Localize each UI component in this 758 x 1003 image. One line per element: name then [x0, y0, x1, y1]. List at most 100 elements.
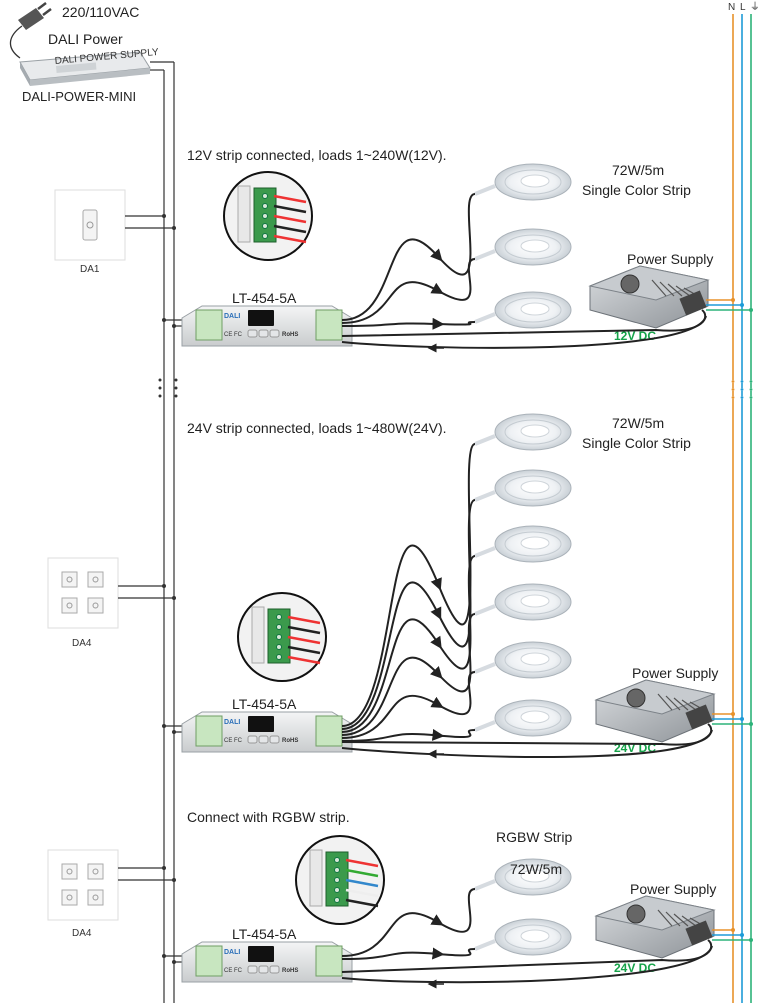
dali-terminal-block	[195, 715, 223, 747]
output-wire	[341, 671, 476, 739]
power-input-label: 220/110VAC	[62, 4, 139, 20]
switch-key-1	[61, 863, 78, 880]
led-strip-reel-6	[474, 699, 572, 737]
controller-label: LT-454-5A	[232, 696, 297, 712]
controller-button-2	[258, 965, 269, 974]
led-strip-reel-2	[474, 469, 572, 507]
section-caption: Connect with RGBW strip.	[187, 809, 350, 825]
mains-lines	[731, 14, 753, 1003]
psu-terminals	[685, 920, 713, 946]
dali-terminal-block	[195, 945, 223, 977]
strip-type-label: RGBW Strip	[496, 829, 572, 845]
key-icon	[92, 894, 99, 901]
output-terminal-block	[315, 945, 343, 977]
mains-label-l: L	[740, 2, 746, 13]
led-display	[248, 310, 274, 326]
rohs-mark: RoHS	[282, 738, 298, 744]
section-24v: 24V strip connected, loads 1~480W(24V). D…	[47, 413, 753, 759]
rohs-mark: RoHS	[282, 332, 298, 338]
psu-terminals	[679, 290, 707, 316]
output-wire	[341, 947, 476, 960]
output-wire	[341, 499, 476, 730]
fan-icon	[626, 688, 646, 708]
psu-label: Power Supply	[630, 881, 716, 897]
key-icon	[92, 576, 99, 583]
dc-supply-wire	[341, 315, 707, 349]
strip-type-label: Single Color Strip	[582, 182, 691, 198]
fan-icon	[620, 274, 640, 294]
section-caption: 12V strip connected, loads 1~240W(12V).	[187, 147, 447, 163]
key-icon	[66, 602, 73, 609]
power-supply-unit	[594, 679, 716, 743]
power-icon	[86, 221, 94, 229]
led-strip-reel-1	[474, 413, 572, 451]
key-icon	[92, 602, 99, 609]
switch-key-1	[61, 571, 78, 588]
controller-label: LT-454-5A	[232, 290, 297, 306]
controller-button-1	[247, 329, 258, 338]
ce-mark: CE FC	[224, 738, 243, 744]
led-strip-reel-3	[474, 525, 572, 563]
controller-button-2	[258, 329, 269, 338]
terminal-zoom-inset	[223, 171, 313, 261]
output-wire	[341, 613, 476, 736]
mains-plug-icon	[9, 2, 52, 59]
section-12v: 12V strip connected, loads 1~240W(12V). D…	[54, 147, 753, 353]
strip-type-label: Single Color Strip	[582, 435, 691, 451]
dali-power-title: DALI Power	[48, 31, 123, 47]
controller-brand: DALI	[224, 313, 240, 320]
strip-spec-label: 72W/5m	[612, 162, 664, 178]
terminal-zoom-inset	[237, 592, 327, 682]
controller-button-3	[269, 329, 280, 338]
psu-label: Power Supply	[627, 251, 713, 267]
switch-key-2	[87, 863, 104, 880]
switch-label: DA1	[80, 264, 100, 275]
power-supply-unit	[594, 895, 716, 959]
dali-terminal-block	[195, 309, 223, 341]
section-caption: 24V strip connected, loads 1~480W(24V).	[187, 420, 447, 436]
lt-454-5a-controller: DALI CE FC RoHS	[181, 711, 353, 753]
key-icon	[92, 868, 99, 875]
output-wire	[341, 193, 476, 321]
led-strip-reel-1	[474, 163, 572, 201]
controller-brand: DALI	[224, 719, 240, 726]
output-wire	[341, 258, 476, 324]
led-strip-reel-2	[474, 228, 572, 266]
led-strip-reel-1	[474, 858, 572, 896]
controller-label: LT-454-5A	[232, 926, 297, 942]
psu-terminals	[685, 704, 713, 730]
bus-continuation-dots	[158, 378, 178, 398]
output-wire	[341, 728, 476, 742]
dali-power-supply: DALI POWER SUPPLY	[19, 47, 159, 86]
switch-key-3	[61, 597, 78, 614]
switch-label: DA4	[72, 928, 92, 939]
led-strip-reel-3	[474, 291, 572, 329]
controller-button-1	[247, 735, 258, 744]
key-icon	[66, 576, 73, 583]
led-strip-reel-4	[474, 583, 572, 621]
controller-button-1	[247, 965, 258, 974]
output-wire	[341, 555, 476, 733]
switch-key-4	[87, 597, 104, 614]
controller-button-3	[269, 735, 280, 744]
strip-spec-label: 72W/5m	[612, 415, 664, 431]
mains-label-n: N	[728, 2, 735, 13]
fan-icon	[626, 904, 646, 924]
mains-label-pe: ⏚	[750, 1, 758, 13]
led-display	[248, 946, 274, 962]
key-icon	[66, 868, 73, 875]
dali-switch-panel	[47, 849, 119, 921]
output-wire	[341, 443, 476, 727]
ce-mark: CE FC	[224, 968, 243, 974]
output-wire	[341, 317, 476, 330]
psu-label: Power Supply	[632, 665, 718, 681]
dc-supply-wire	[341, 945, 713, 984]
controller-button-3	[269, 965, 280, 974]
controller-button-2	[258, 735, 269, 744]
power-supply-unit	[588, 265, 710, 329]
dali-switch-panel	[47, 557, 119, 629]
